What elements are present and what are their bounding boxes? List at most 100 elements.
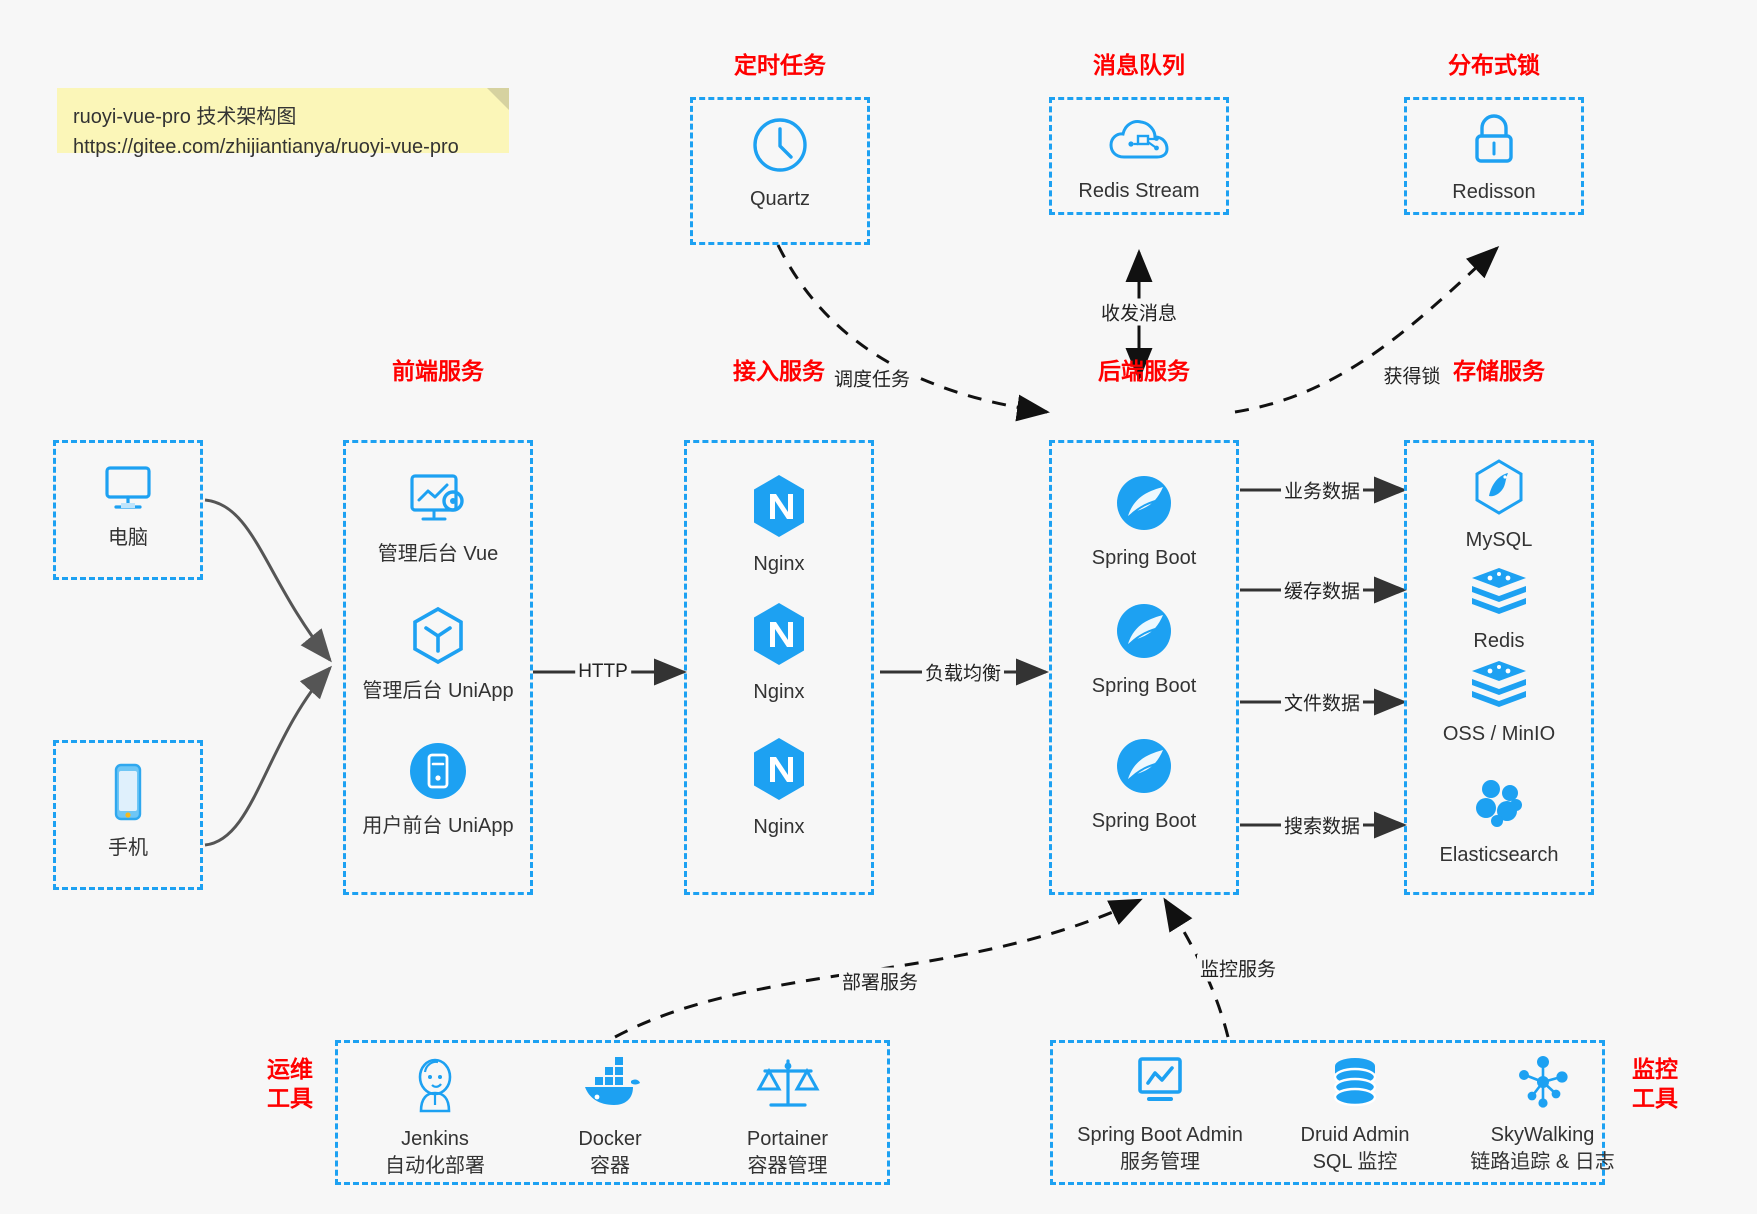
mysql-icon — [1469, 458, 1529, 521]
node-oss-minio[interactable]: OSS / MinIO — [1404, 658, 1594, 748]
edge-label-monitor-service: 监控服务 — [1196, 954, 1280, 982]
spring-icon — [1113, 472, 1175, 539]
node-spring-boot-1[interactable]: Spring Boot — [1049, 472, 1239, 572]
note-line-2: https://gitee.com/zhijiantianya/ruoyi-vu… — [73, 136, 459, 158]
node-sublabel: 容器 — [590, 1155, 630, 1177]
node-sublabel: 服务管理 — [1120, 1151, 1200, 1173]
edge-label-business-data: 业务数据 — [1280, 476, 1364, 504]
node-druid-admin[interactable]: Druid Admin SQL 监控 — [1270, 1053, 1440, 1176]
group-title-frontend: 前端服务 — [392, 358, 484, 384]
node-label: Redisson — [1452, 181, 1536, 203]
database-icon — [1326, 1053, 1384, 1116]
group-title-distributed-lock: 分布式锁 — [1448, 52, 1540, 78]
docker-icon — [577, 1053, 643, 1120]
node-label: Redis Stream — [1078, 180, 1200, 202]
node-label: Elasticsearch — [1439, 844, 1559, 866]
cloud-stream-icon — [1108, 115, 1170, 172]
mobile-icon — [105, 762, 151, 829]
node-redis[interactable]: Redis — [1404, 565, 1594, 655]
edge-label-file-data: 文件数据 — [1280, 688, 1364, 716]
nginx-icon — [748, 472, 810, 545]
note-fold-corner — [487, 88, 509, 110]
node-label: OSS / MinIO — [1442, 723, 1556, 745]
node-portainer[interactable]: Portainer 容器管理 — [700, 1053, 875, 1180]
node-docker[interactable]: Docker 容器 — [525, 1053, 695, 1180]
group-title-devops: 运维 工具 — [255, 1055, 325, 1113]
jenkins-icon — [405, 1053, 465, 1120]
node-computer[interactable]: 电脑 — [53, 462, 203, 552]
nginx-icon — [748, 600, 810, 673]
group-frontend — [343, 440, 533, 895]
node-label: MySQL — [1465, 529, 1533, 551]
group-title-monitor: 监控 工具 — [1620, 1055, 1690, 1113]
node-redisson[interactable]: Redisson — [1404, 110, 1584, 206]
monitor-chart-icon — [1129, 1053, 1191, 1116]
group-message-queue — [1049, 97, 1229, 215]
node-label: Spring Boot — [1091, 810, 1197, 832]
node-label: 管理后台 Vue — [377, 543, 499, 565]
node-quartz[interactable]: Quartz — [690, 115, 870, 213]
node-label: Druid Admin — [1300, 1124, 1410, 1146]
group-title-monitor-line2: 工具 — [1632, 1084, 1678, 1111]
node-label: Spring Boot — [1091, 675, 1197, 697]
group-computer — [53, 440, 203, 580]
title-note: ruoyi-vue-pro 技术架构图 https://gitee.com/zh… — [57, 88, 509, 158]
node-sublabel: 自动化部署 — [385, 1155, 485, 1177]
redis-icon — [1468, 565, 1530, 622]
node-label: Jenkins — [401, 1128, 469, 1150]
node-redis-stream[interactable]: Redis Stream — [1049, 115, 1229, 205]
group-title-storage: 存储服务 — [1453, 358, 1545, 384]
spring-icon — [1113, 735, 1175, 802]
node-label: 电脑 — [108, 527, 148, 549]
node-label: Nginx — [753, 681, 805, 703]
node-spring-boot-2[interactable]: Spring Boot — [1049, 600, 1239, 700]
dashboard-icon — [405, 470, 471, 535]
node-spring-boot-admin[interactable]: Spring Boot Admin 服务管理 — [1060, 1053, 1260, 1176]
node-sublabel: 容器管理 — [747, 1155, 828, 1177]
desktop-icon — [99, 462, 157, 519]
group-backend — [1049, 440, 1239, 895]
node-label: SkyWalking — [1490, 1124, 1595, 1146]
node-phone[interactable]: 手机 — [53, 762, 203, 862]
node-admin-vue[interactable]: 管理后台 Vue — [343, 470, 533, 568]
group-scheduled-task — [690, 97, 870, 245]
edge-label-send-receive-message: 收发消息 — [1097, 298, 1181, 326]
group-devops — [335, 1040, 890, 1185]
node-label: Redis — [1473, 630, 1525, 652]
edge-label-cache-data: 缓存数据 — [1280, 576, 1364, 604]
node-label: Docker — [578, 1128, 642, 1150]
node-admin-uniapp[interactable]: 管理后台 UniApp — [343, 605, 533, 705]
node-label: 手机 — [108, 837, 148, 859]
group-title-message-queue: 消息队列 — [1093, 52, 1185, 78]
node-user-uniapp[interactable]: 用户前台 UniApp — [343, 740, 533, 840]
node-nginx-2[interactable]: Nginx — [684, 600, 874, 706]
group-gateway — [684, 440, 874, 895]
clock-icon — [750, 115, 810, 180]
node-spring-boot-3[interactable]: Spring Boot — [1049, 735, 1239, 835]
app-icon — [407, 740, 469, 807]
node-jenkins[interactable]: Jenkins 自动化部署 — [350, 1053, 520, 1180]
group-title-scheduled-task: 定时任务 — [734, 52, 826, 78]
node-label: Spring Boot Admin — [1077, 1124, 1243, 1146]
group-storage — [1404, 440, 1594, 895]
node-label: Quartz — [749, 188, 811, 210]
group-title-backend: 后端服务 — [1098, 358, 1190, 384]
edge-label-deploy-service: 部署服务 — [838, 967, 922, 995]
node-label: Spring Boot — [1091, 547, 1197, 569]
node-label: Nginx — [753, 816, 805, 838]
edge-label-load-balance: 负载均衡 — [921, 658, 1005, 686]
cube-icon — [408, 605, 468, 672]
group-title-gateway: 接入服务 — [733, 358, 825, 384]
elasticsearch-icon — [1469, 775, 1529, 836]
group-title-devops-line1: 运维 — [267, 1056, 313, 1082]
node-skywalking[interactable]: SkyWalking 链路追踪 & 日志 — [1445, 1053, 1640, 1176]
node-nginx-1[interactable]: Nginx — [684, 472, 874, 578]
node-mysql[interactable]: MySQL — [1404, 458, 1594, 554]
node-elasticsearch[interactable]: Elasticsearch — [1404, 775, 1594, 869]
scales-icon — [755, 1053, 821, 1120]
node-nginx-3[interactable]: Nginx — [684, 735, 874, 841]
lock-icon — [1467, 110, 1521, 173]
node-label: 管理后台 UniApp — [362, 680, 514, 702]
node-label: Nginx — [753, 553, 805, 575]
